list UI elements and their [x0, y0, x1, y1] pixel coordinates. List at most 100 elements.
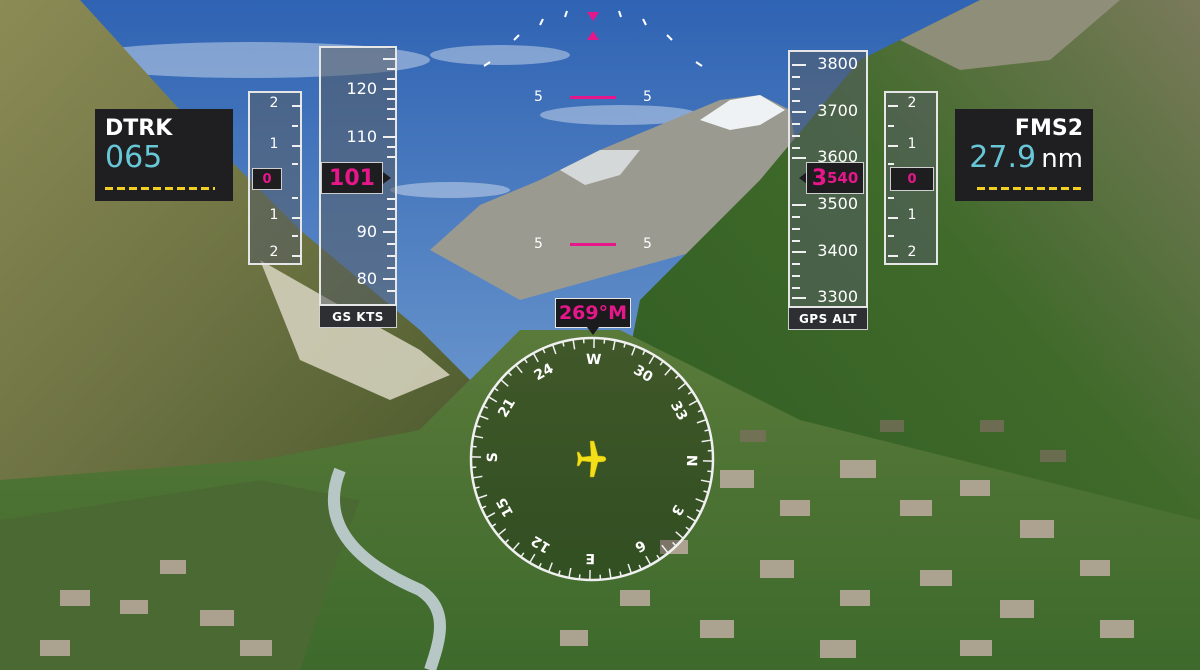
compass-label: N [683, 455, 699, 467]
compass-tick [578, 574, 581, 580]
vsi-right-label: 1 [907, 136, 917, 152]
alt-label: 3800 [817, 54, 858, 73]
compass-tick [612, 340, 616, 351]
roll-index-icon [587, 31, 599, 40]
compass-tick [482, 405, 489, 409]
pitch-label-lower-right: 5 [643, 236, 652, 252]
compass-tick [542, 348, 546, 354]
fms2-unit: nm [1041, 144, 1083, 174]
compass-tick [695, 509, 702, 513]
compass-tick [648, 354, 655, 365]
compass-tick [491, 523, 497, 528]
compass-tick [473, 435, 484, 439]
compass-tick [623, 342, 627, 348]
compass-tick [481, 505, 487, 509]
compass-tick [659, 360, 664, 366]
compass-tick [688, 399, 699, 406]
compass-tick [487, 396, 498, 403]
fms2-title: FMS2 [1014, 116, 1083, 141]
compass-tick [685, 526, 691, 531]
alt-label: 3400 [817, 241, 858, 260]
compass-tick [507, 371, 512, 377]
compass-tick [661, 544, 669, 554]
speed-readout: 101 [321, 162, 383, 194]
compass-label: E [585, 550, 595, 566]
compass-tick [627, 563, 633, 574]
compass-tick [645, 555, 652, 566]
compass-tick [638, 564, 642, 570]
alt-label: 3300 [817, 287, 858, 306]
compass-tick [608, 568, 612, 579]
compass-tick [485, 512, 496, 519]
compass-tick [686, 515, 697, 522]
alt-label: 3600 [817, 147, 858, 166]
vsi-left-label: 2 [269, 244, 279, 260]
compass-tick [568, 567, 572, 578]
compass-tick [504, 539, 510, 544]
compass-tick [493, 387, 499, 392]
compass-tick [475, 424, 481, 428]
aircraft-icon [576, 440, 607, 478]
compass-tick [697, 409, 703, 413]
compass-tick [656, 554, 661, 560]
compass-tick [520, 552, 525, 558]
compass-tick [497, 528, 507, 536]
compass-tick [551, 344, 557, 355]
alt-label: 3500 [817, 194, 858, 213]
altitude-readout-big: 3 [811, 165, 827, 191]
bank-angle-scale [483, 10, 703, 67]
heading-pointer-icon [587, 327, 599, 335]
compass-tick [477, 494, 488, 500]
alt-label: 3700 [817, 101, 858, 120]
compass-tick [529, 553, 536, 564]
dtrk-value: 065 [105, 140, 163, 175]
compass-tick [672, 541, 677, 547]
compass-tick [707, 470, 713, 473]
compass-tick [561, 341, 565, 347]
compass-tick [538, 562, 542, 569]
speed-pointer-icon [383, 172, 391, 184]
compass-tick [603, 338, 606, 344]
altitude-pointer-icon [799, 172, 807, 184]
compass-tick [471, 445, 477, 448]
dtrk-title: DTRK [105, 116, 173, 141]
fms2-dash [977, 187, 1085, 190]
compass-tick [557, 570, 561, 576]
pitch-line-lower [570, 243, 616, 246]
fms2-value: 27.9 [969, 140, 1037, 175]
fms2-panel: FMS2 27.9 nm [955, 109, 1093, 201]
pitch-line-upper [570, 96, 616, 99]
pitch-label-upper-right: 5 [643, 89, 652, 105]
compass-tick [474, 486, 480, 490]
altitude-caption: GPS ALT [788, 308, 868, 330]
compass-tick [631, 345, 637, 356]
compass-tick [472, 475, 483, 479]
dtrk-dash [105, 187, 215, 190]
pitch-label-upper-left: 5 [534, 89, 543, 105]
pitch-label-lower-left: 5 [534, 236, 543, 252]
compass-tick [674, 374, 680, 379]
vsi-right-label: 2 [907, 244, 917, 260]
vsi-left-readout: 0 [252, 168, 282, 190]
vsi-left-label: 1 [269, 136, 279, 152]
altitude-readout-small: 540 [827, 169, 859, 187]
compass-label: S [485, 452, 501, 462]
vsi-left-label: 1 [269, 207, 279, 223]
speed-label: 80 [356, 269, 377, 288]
compass-tick [701, 439, 712, 443]
vsi-left-label: 2 [269, 95, 279, 111]
speed-label: 90 [356, 222, 377, 241]
speed-caption: GS KTS [319, 306, 397, 328]
compass-tick [500, 379, 509, 387]
vsi-right-label: 2 [907, 95, 917, 111]
compass-tick [677, 382, 687, 390]
compass-tick [572, 339, 576, 350]
compass-tick [523, 358, 528, 364]
dtrk-panel: DTRK 065 [95, 109, 233, 201]
compass-tick [703, 490, 709, 494]
compass-tick [695, 498, 706, 504]
vsi-right-label: 1 [907, 207, 917, 223]
compass-tick [478, 414, 489, 420]
